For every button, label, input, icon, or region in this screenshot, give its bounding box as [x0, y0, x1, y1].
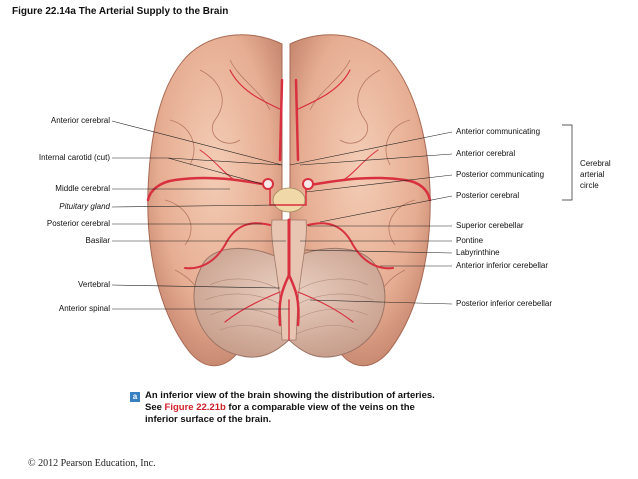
arteries — [146, 69, 432, 341]
label-cerebral-arterial-circle: Cerebral arterial circle — [580, 158, 611, 191]
label-labyrinthine: Labyrinthine — [456, 248, 500, 257]
label-posterior-inferior-cerebellar: Posterior inferior cerebellar — [456, 299, 553, 308]
label-superior-cerebellar: Superior cerebellar — [456, 221, 524, 230]
pituitary-shape — [272, 187, 306, 213]
label-internal-carotid: Internal carotid (cut) — [38, 153, 110, 162]
label-basilar: Basilar — [85, 236, 110, 245]
label-anterior-cerebral-right: Anterior cerebral — [456, 149, 516, 158]
gyri — [164, 59, 416, 321]
label-pontine: Pontine — [456, 236, 484, 245]
label-middle-cerebral: Middle cerebral — [55, 184, 110, 193]
figure-caption: An inferior view of the brain showing th… — [145, 390, 445, 426]
label-anterior-communicating: Anterior communicating — [456, 127, 541, 136]
label-vertebral: Vertebral — [77, 280, 110, 289]
circle-word-3: circle — [580, 181, 599, 190]
brainstem — [271, 219, 307, 341]
label-anterior-cerebral: Anterior cerebral — [50, 116, 110, 125]
internal-carotid-left — [262, 178, 274, 190]
label-anterior-spinal: Anterior spinal — [58, 304, 110, 313]
circle-bracket — [562, 124, 573, 201]
label-posterior-cerebral-right: Posterior cerebral — [456, 191, 520, 200]
label-posterior-cerebral: Posterior cerebral — [46, 219, 110, 228]
caption-text-before: An inferior view of the brain showing th… — [145, 390, 435, 413]
leader-lines-left — [111, 120, 289, 310]
internal-carotid-right — [302, 178, 314, 190]
figure-title: Figure 22.14a The Arterial Supply to the… — [12, 6, 229, 17]
label-anterior-inferior-cerebellar: Anterior inferior cerebellar — [456, 261, 549, 270]
label-pituitary-gland: Pituitary gland — [59, 202, 110, 211]
caption-text-after: for a comparable view of the veins on th… — [145, 402, 415, 425]
caption-badge: a — [130, 392, 140, 402]
label-posterior-communicating: Posterior communicating — [456, 170, 545, 179]
copyright: © 2012 Pearson Education, Inc. — [28, 458, 156, 469]
cerebellar-folia — [204, 278, 374, 336]
leader-lines-right — [289, 131, 453, 305]
circle-word-2: arterial — [580, 170, 605, 179]
figure-reference-link[interactable]: Figure 22.21b — [164, 402, 226, 413]
circle-word-1: Cerebral — [580, 159, 611, 168]
